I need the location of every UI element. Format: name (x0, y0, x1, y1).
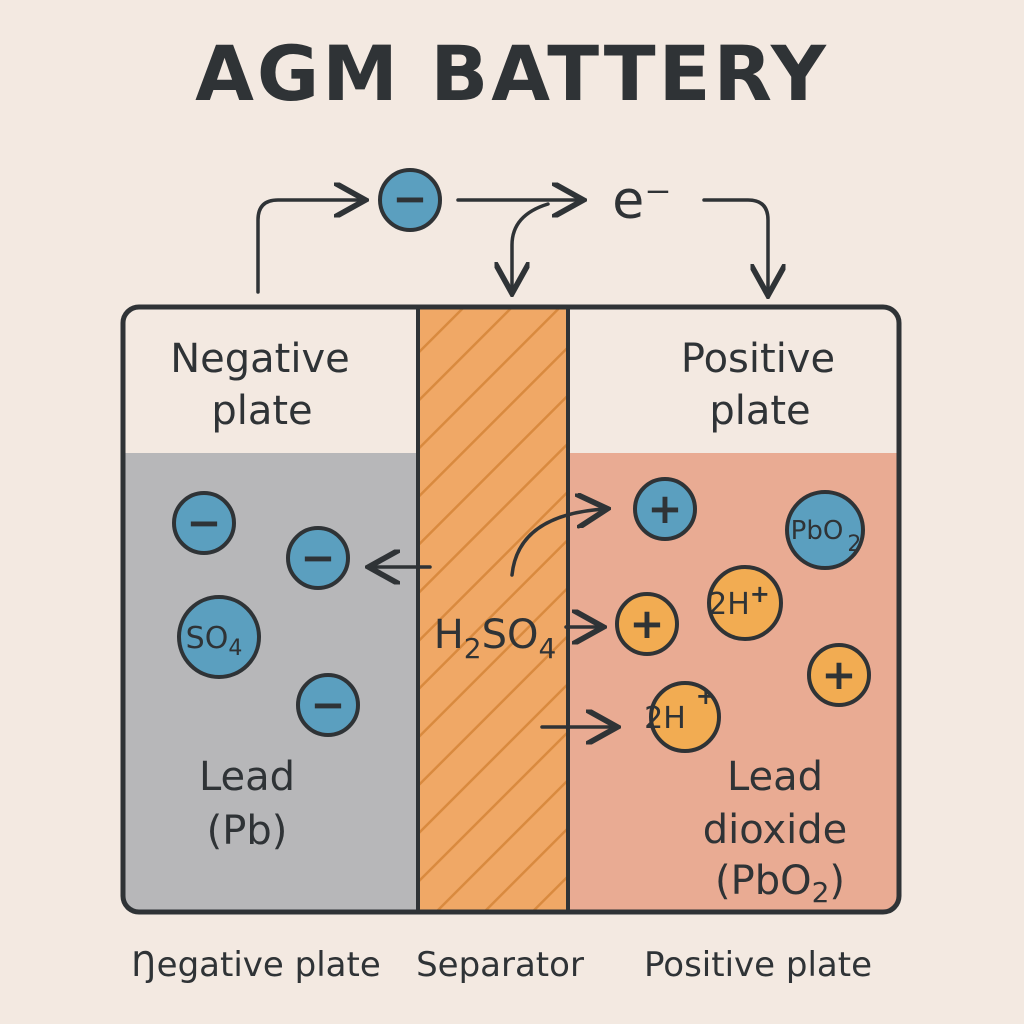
negative-ion-circle (286, 526, 350, 590)
lead-dioxide-ion-circle (785, 490, 865, 570)
negative-ion: − (286, 526, 350, 590)
negative-material-line2: (Pb) (207, 808, 288, 854)
positive-ion-symbol: + (821, 650, 856, 699)
positive-ion-circle (807, 643, 871, 707)
top-flow (256, 198, 768, 294)
ion-flow-arrows (372, 509, 614, 727)
sulfate-ion-circle (177, 595, 261, 679)
bottom-label-separator: Separator (416, 945, 584, 985)
separator-hatch (418, 307, 568, 912)
positive-material-line1: Lead (727, 754, 823, 800)
electron-label: e⁻ (612, 171, 671, 231)
negative-ion-symbol: − (310, 680, 345, 729)
hydrogen-ion-circle (649, 681, 721, 753)
negative-ion: − (172, 491, 236, 555)
positive-ion: + (807, 643, 871, 707)
hydrogen-ion-circle (707, 565, 783, 641)
bottom-label-positive: Positive plate (644, 945, 872, 985)
positive-ion: + (615, 592, 679, 656)
positive-header-line2: plate (709, 388, 810, 434)
hydrogen-ion-symbol: 2H+ (708, 580, 770, 622)
bottom-label-negative: Ŋegative plate (131, 945, 381, 985)
sulfate-ion-symbol: SO4 (186, 621, 243, 661)
positive-material-line2: dioxide (703, 807, 848, 853)
negative-ion: − (296, 673, 360, 737)
negative-header-line1: Negative (170, 336, 350, 382)
negative-plate-fill (123, 453, 418, 912)
diagram-title: AGM BATTERY (195, 29, 829, 118)
positive-ion: + (633, 477, 697, 541)
hydrogen-ion: 2H+ (644, 681, 721, 753)
negative-material-line1: Lead (199, 754, 295, 800)
negative-header-line2: plate (211, 388, 312, 434)
positive-header-line1: Positive (681, 336, 835, 382)
negative-header-bg (123, 307, 418, 453)
negative-ion-circle (172, 491, 236, 555)
hydrogen-ion-symbol: 2H+ (644, 682, 716, 736)
battery-cell (120, 304, 902, 915)
flow-arrow-to-ion (256, 200, 362, 294)
positive-ion-circle (615, 592, 679, 656)
cell-outline (120, 304, 902, 915)
arrow-curved-to-positive (510, 509, 604, 577)
negative-ions: − − SO4 − (172, 491, 360, 737)
positive-ion-symbol: + (629, 599, 664, 648)
positive-header-bg (568, 307, 899, 453)
negative-ion-symbol: − (186, 498, 221, 547)
positive-material-line3: (PbO2) (715, 858, 845, 909)
flow-arrow-to-separator (512, 202, 550, 290)
flow-arrow-to-positive (702, 198, 768, 292)
negative-ion-symbol: − (300, 533, 335, 582)
hydrogen-ion: 2H+ (707, 565, 783, 641)
sulfate-ion: SO4 (177, 595, 261, 679)
flow-ion-symbol: − (392, 174, 427, 223)
flow-ion: − (378, 168, 442, 232)
positive-ion-symbol: + (647, 484, 682, 533)
negative-ion-circle (296, 673, 360, 737)
positive-ion-circle (633, 477, 697, 541)
electrolyte-label: H2SO4 (434, 612, 557, 665)
flow-ion-circle (378, 168, 442, 232)
